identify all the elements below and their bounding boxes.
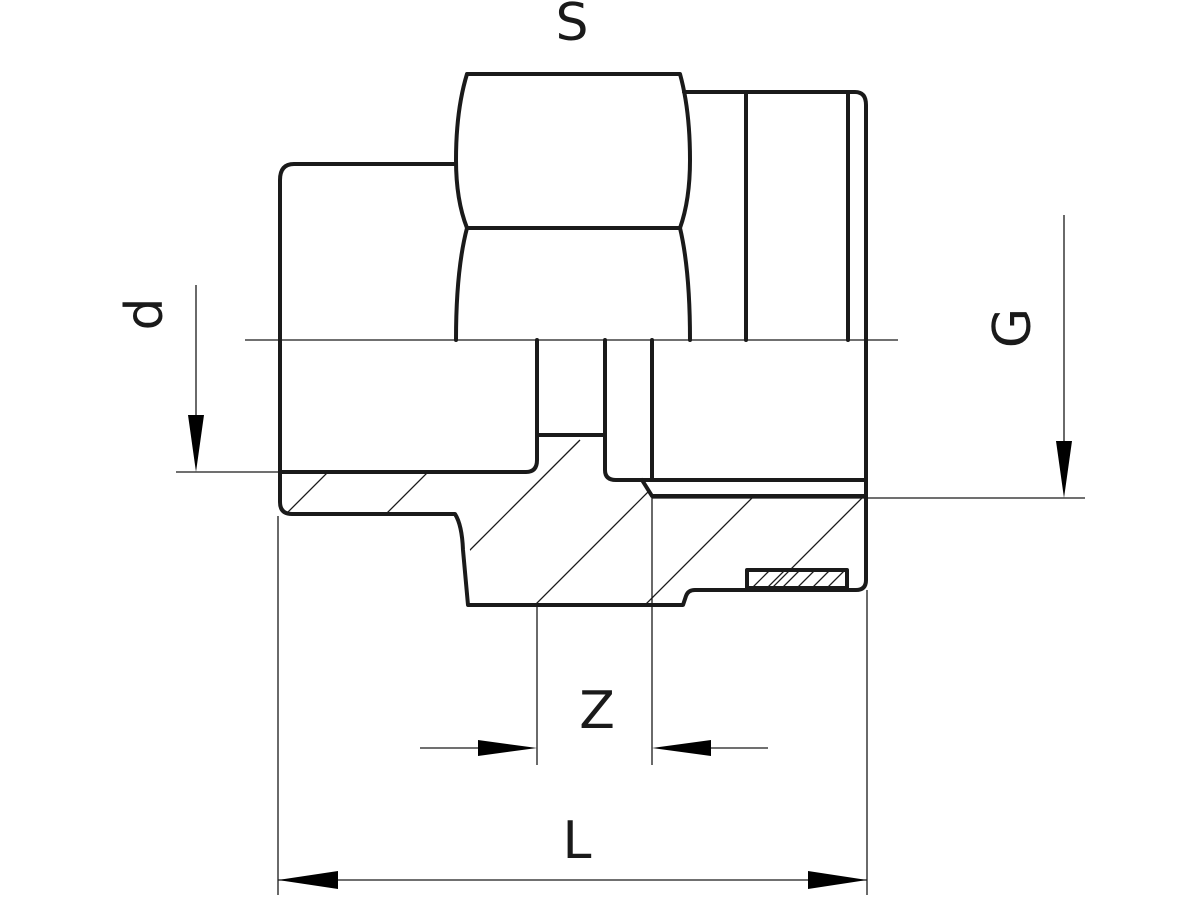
label-g: G — [983, 308, 1043, 348]
left-bore-outline — [278, 338, 539, 474]
label-l: L — [563, 811, 592, 871]
right-bore-outline — [650, 338, 868, 482]
label-s: S — [555, 0, 588, 53]
l-arrow-left — [278, 871, 338, 889]
z-arrow-left — [478, 740, 537, 756]
center-bore-outline — [603, 338, 654, 482]
right-tail-upper-outline — [682, 90, 868, 342]
left-tail-upper-outline — [278, 162, 458, 342]
seal-insert-hatching — [751, 570, 846, 588]
union-nut-upper-outline — [454, 72, 692, 342]
g-arrow — [1056, 441, 1072, 498]
label-d: d — [115, 297, 175, 330]
right-thread-line — [640, 478, 868, 498]
label-z: Z — [579, 681, 615, 741]
d-arrow — [188, 415, 204, 472]
l-arrow-right — [808, 871, 867, 889]
z-arrow-right — [652, 740, 711, 756]
